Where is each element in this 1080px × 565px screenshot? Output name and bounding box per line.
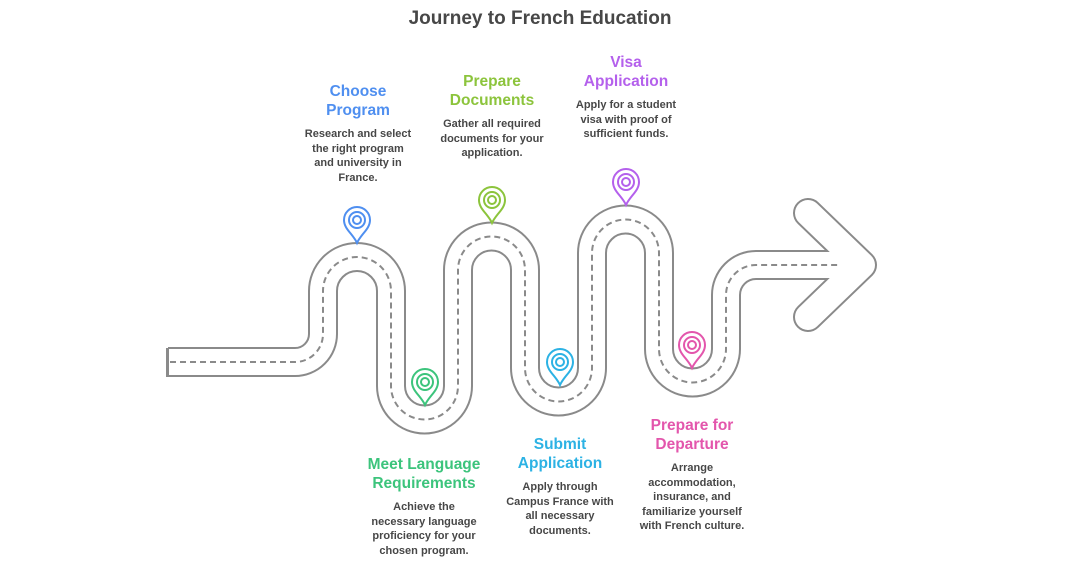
step-description-line: with French culture. — [639, 520, 745, 532]
map-pin-icon — [545, 348, 575, 388]
step-title-line: Prepare — [463, 73, 521, 90]
step-description: Arrange accommodation, insurance, and famil… — [607, 461, 777, 534]
map-pin-icon — [342, 206, 372, 246]
step-description-line: familiarize yourself — [642, 505, 742, 518]
step-title-line: Application — [583, 73, 669, 90]
step-description-line: Research and select — [304, 128, 412, 140]
step-description: Apply for a student visa with proof of suf… — [541, 98, 711, 142]
road — [166, 198, 877, 435]
diagram-title: Journey to French Education — [408, 8, 672, 29]
step-title-line: Departure — [655, 436, 729, 453]
step-description-line: necessary language — [371, 515, 477, 528]
step-description-line: Gather all required — [443, 118, 541, 130]
road-centerline — [170, 218, 838, 421]
step-description-line: sufficient funds. — [583, 128, 669, 140]
step-title-line: Meet Language — [367, 456, 481, 473]
map-pin-icon — [677, 331, 707, 371]
step-title-line: Application — [517, 455, 603, 472]
step-description-line: proficiency for your — [372, 530, 476, 542]
step-description-line: visa with proof of — [580, 113, 672, 126]
map-pin-icon — [410, 368, 440, 408]
step-title-line: Requirements — [372, 475, 476, 492]
step-description-line: France. — [338, 171, 378, 184]
step-title-line: Choose — [329, 83, 387, 100]
map-pin-icon — [611, 168, 641, 208]
step-description: Achieve the necessary language proficiency… — [339, 500, 509, 558]
step-description-line: application. — [461, 147, 523, 159]
step-description-line: Arrange — [670, 462, 714, 474]
step-description-line: Apply through — [522, 481, 598, 493]
step-description-line: Achieve the — [393, 501, 455, 513]
step-description-line: chosen program. — [379, 544, 469, 557]
step-description-line: all necessary — [525, 510, 595, 522]
step-description-line: documents for your — [440, 132, 544, 145]
step-title-line: Visa — [610, 54, 642, 71]
step-description-line: accommodation, — [648, 476, 736, 489]
step-description-line: and university in — [314, 157, 402, 169]
step-title-line: Prepare for — [650, 417, 734, 434]
step-description-line: insurance, and — [653, 491, 731, 503]
step-description: Gather all required documents for your app… — [407, 117, 577, 161]
step-title-line: Program — [326, 102, 390, 119]
step-description-line: Campus France with — [506, 495, 614, 508]
step-title-line: Documents — [449, 92, 535, 109]
map-pin-icon — [477, 186, 507, 226]
step-description-line: Apply for a student — [575, 99, 677, 111]
step-description-line: documents. — [529, 524, 591, 537]
step-description-line: the right program — [312, 142, 404, 155]
step-title-line: Submit — [533, 436, 587, 453]
step-description: Research and select the right program and … — [273, 127, 443, 185]
